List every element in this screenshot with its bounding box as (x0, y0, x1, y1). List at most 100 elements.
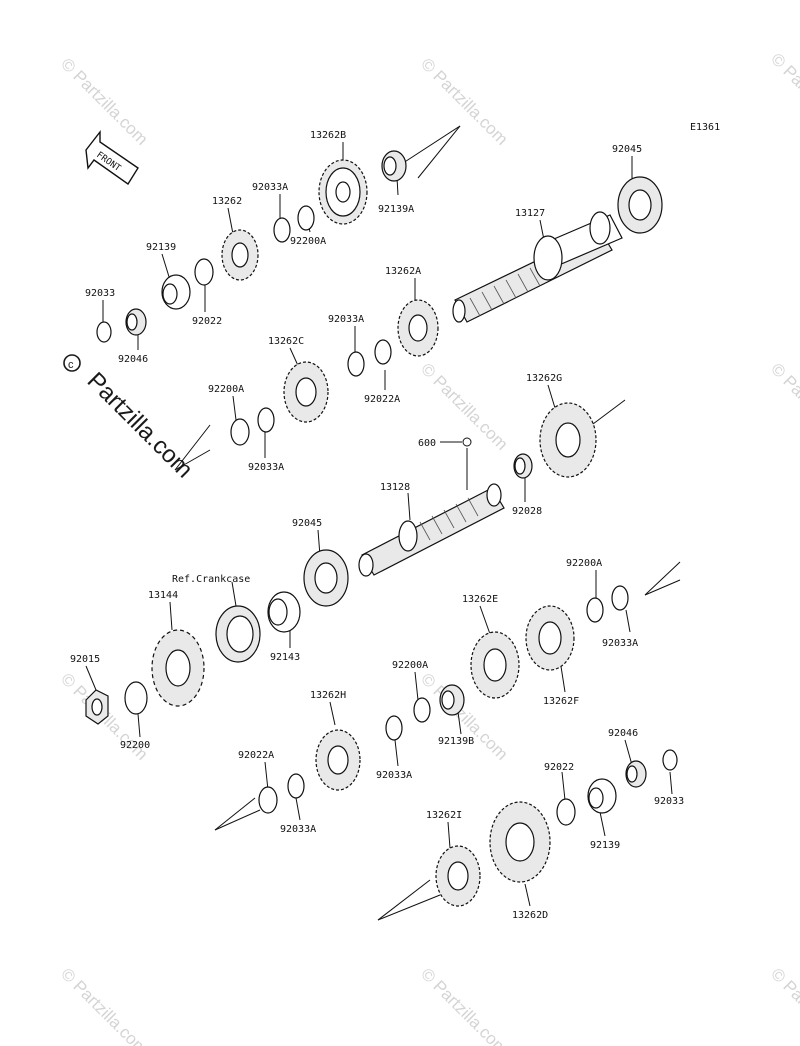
bushing-92139-2 (587, 778, 617, 814)
label-92033-1: 92033 (85, 288, 115, 299)
label-92015: 92015 (70, 654, 100, 665)
label-13262A: 13262A (385, 266, 421, 277)
label-13128: 13128 (380, 482, 410, 493)
label-13262C: 13262C (268, 336, 304, 347)
label-92022A-1: 92022A (364, 394, 400, 405)
gear-13262F (525, 605, 575, 671)
washer-92033A-1 (273, 217, 291, 243)
label-92139A: 92139A (378, 204, 414, 215)
washer-92033A-6 (287, 773, 305, 799)
gear-13262 (221, 229, 259, 281)
label-13127: 13127 (515, 208, 545, 219)
circlip-92033-1 (96, 321, 112, 343)
needle-bearing-92046-2 (625, 760, 647, 788)
label-13262G: 13262G (526, 373, 562, 384)
collar-92143 (267, 591, 301, 633)
washer-92022A-2 (258, 786, 278, 814)
bushing-92139B (439, 684, 465, 716)
watermark-text: © Partzilla.com (417, 964, 511, 1046)
label-92139B: 92139B (438, 736, 474, 747)
circlip-92033-2 (662, 749, 678, 771)
washer-92033A-5 (385, 715, 403, 741)
watermark-text: © Partzilla.com (767, 49, 800, 143)
label-92139: 92139 (146, 242, 176, 253)
label-92033A-5: 92033A (376, 770, 412, 781)
gear-13262A (397, 299, 439, 357)
watermark-text: © Partzilla.com (417, 54, 511, 148)
collar-92028 (513, 453, 533, 479)
label-600: 600 (418, 438, 436, 449)
gear-13262D (489, 801, 551, 883)
label-92022-1: 92022 (192, 316, 222, 327)
needle-bearing-92046-1 (125, 308, 147, 336)
bearing-92045-top (617, 176, 663, 234)
washer-92022-2 (556, 798, 576, 826)
label-92143: 92143 (270, 652, 300, 663)
watermark-big-text: Partzilla.com (82, 367, 198, 483)
label-13262H: 13262H (310, 690, 346, 701)
gear-13262G (539, 402, 597, 478)
watermark-text: © Partzilla.com (57, 54, 151, 148)
washer-92033A-4 (611, 585, 629, 611)
washer-92022-1 (194, 258, 214, 286)
watermark-large: c Partzilla.com (63, 354, 198, 483)
label-92033-2: 92033 (654, 796, 684, 807)
bushing-92139A (381, 150, 407, 182)
circlip-92200A-3 (586, 597, 604, 623)
circlip-92200A-1 (297, 205, 315, 231)
label-13262E: 13262E (462, 594, 498, 605)
washer-92022A-1 (374, 339, 392, 365)
gear-13262H (315, 729, 361, 791)
watermarks: © Partzilla.com © Partzilla.com © Partzi… (57, 49, 800, 1046)
label-92028: 92028 (512, 506, 542, 517)
washer-92033A-2 (347, 351, 365, 377)
gear-13262E (470, 631, 520, 699)
label-13262D: 13262D (512, 910, 548, 921)
drive-shaft-13128 (358, 483, 505, 577)
oil-seal-ref-crankcase (215, 605, 261, 663)
diagram-code: E1361 (690, 122, 720, 133)
label-92200A-4: 92200A (392, 660, 428, 671)
ref-crankcase-label: Ref.Crankcase (172, 574, 250, 585)
label-92200A-1: 92200A (290, 236, 326, 247)
watermark-text: © Partzilla.com (767, 359, 800, 453)
label-92033A-6: 92033A (280, 824, 316, 835)
nut-92015 (85, 689, 109, 725)
label-92045-lower: 92045 (292, 518, 322, 529)
label-92033A-2: 92033A (328, 314, 364, 325)
label-92033A-4: 92033A (602, 638, 638, 649)
label-92200: 92200 (120, 740, 150, 751)
label-92200A-2: 92200A (208, 384, 244, 395)
label-13262F: 13262F (543, 696, 579, 707)
watermark-text: © Partzilla.com (767, 964, 800, 1046)
svg-text:c: c (68, 359, 74, 371)
washer-92033A-3 (257, 407, 275, 433)
label-13262I: 13262I (426, 810, 462, 821)
circlip-92200A-2 (230, 418, 250, 446)
gear-13262B (318, 159, 368, 225)
label-92139-2: 92139 (590, 840, 620, 851)
label-92033A-1: 92033A (252, 182, 288, 193)
bushing-92139 (161, 274, 191, 310)
gear-13262I (435, 845, 481, 907)
label-92033A-3: 92033A (248, 462, 284, 473)
bearing-92045-lower (303, 549, 349, 607)
sprocket-13144 (151, 629, 205, 707)
label-92045-top: 92045 (612, 144, 642, 155)
circlip-92200A-4 (413, 697, 431, 723)
label-13262: 13262 (212, 196, 242, 207)
grease-600-marker (462, 437, 472, 447)
lockwasher-92200 (124, 681, 148, 715)
label-92022-2: 92022 (544, 762, 574, 773)
label-92046-2: 92046 (608, 728, 638, 739)
label-92200A-3: 92200A (566, 558, 602, 569)
label-13144: 13144 (148, 590, 178, 601)
label-13262B: 13262B (310, 130, 346, 141)
part-labels: 13262B 92139A 92045 92033A 13262 92200A … (70, 130, 684, 921)
gear-13262C (283, 361, 329, 423)
label-92022A-2: 92022A (238, 750, 274, 761)
main-shaft-13127 (452, 211, 623, 323)
watermark-text: © Partzilla.com (57, 964, 151, 1046)
label-92046-1: 92046 (118, 354, 148, 365)
